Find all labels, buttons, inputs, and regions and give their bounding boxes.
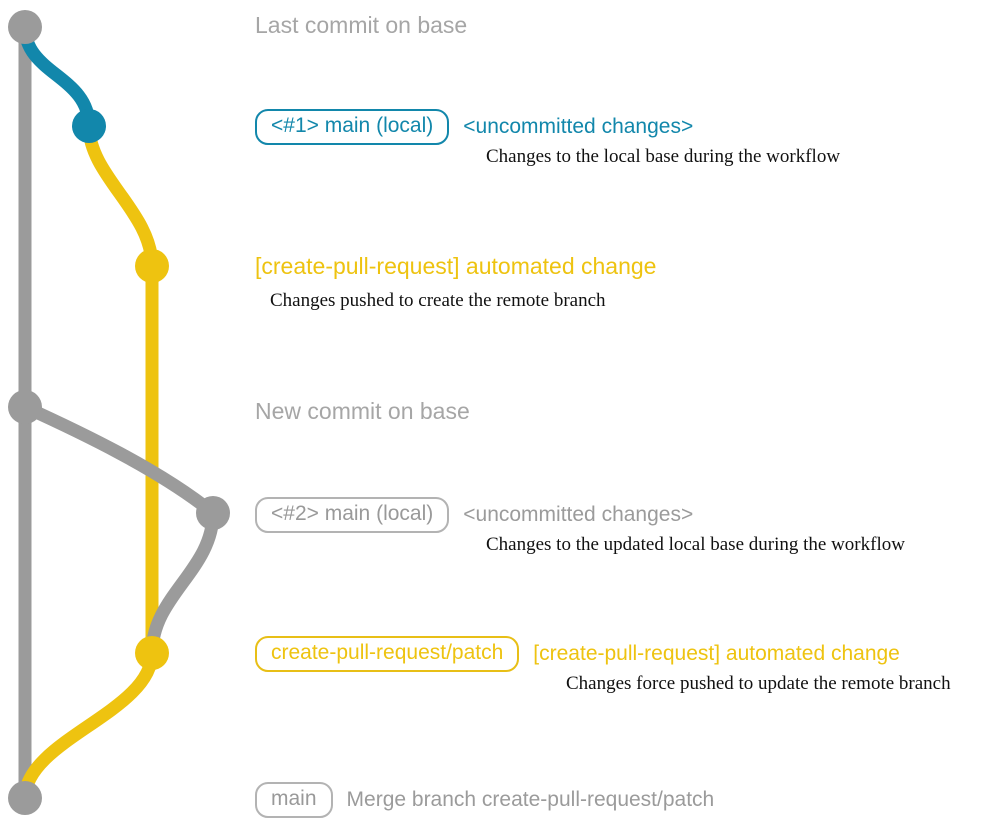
subject-automated-change-1: [create-pull-request] automated change [255,253,657,279]
ref-chip-main[interactable]: main [255,782,333,818]
edge-local2-to-automated2 [145,506,220,660]
subject-local-commit-2: <uncommitted changes> [463,503,694,526]
note-automated-change-1: Changes pushed to create the remote bran… [270,290,606,311]
edge-base-to-local1 [18,20,96,133]
commit-new-base [8,390,42,424]
label-last-commit-on-base: Last commit on base [255,12,468,38]
subject-automated-change-2: [create-pull-request] automated change [533,642,900,665]
edge-newbase-to-local2 [18,400,220,520]
commit-merge [8,781,42,815]
note-automated-change-2: Changes force pushed to update the remot… [566,673,951,694]
subject-local-commit-1: <uncommitted changes> [463,115,694,138]
ref-chip-create-pull-request-patch[interactable]: create-pull-request/patch [255,636,520,672]
note-local-commit-1: Changes to the local base during the wor… [486,146,841,167]
commit-last-base [8,10,42,44]
edge-automated2-to-merge [18,646,159,805]
entry-merge-commit: main Merge branch create-pull-request/pa… [255,782,714,818]
ref-chip-main-local-2[interactable]: <#2> main (local) [255,497,450,533]
commit-automated-1 [135,249,169,283]
commit-nodes [8,10,230,815]
entry-automated-change-2: create-pull-request/patch [create-pull-r… [255,636,900,672]
commit-automated-2 [135,636,169,670]
commit-local-1 [72,109,106,143]
label-new-commit-on-base: New commit on base [255,398,470,424]
edge-local1-to-automated1 [82,119,159,273]
entry-local-commit-2: <#2> main (local) <uncommitted changes> [255,497,693,533]
subject-merge-commit: Merge branch create-pull-request/patch [346,788,715,811]
ref-chip-main-local-1[interactable]: <#1> main (local) [255,109,450,145]
entry-local-commit-1: <#1> main (local) <uncommitted changes> [255,109,693,145]
commit-local-2 [196,496,230,530]
note-local-commit-2: Changes to the updated local base during… [486,534,905,555]
